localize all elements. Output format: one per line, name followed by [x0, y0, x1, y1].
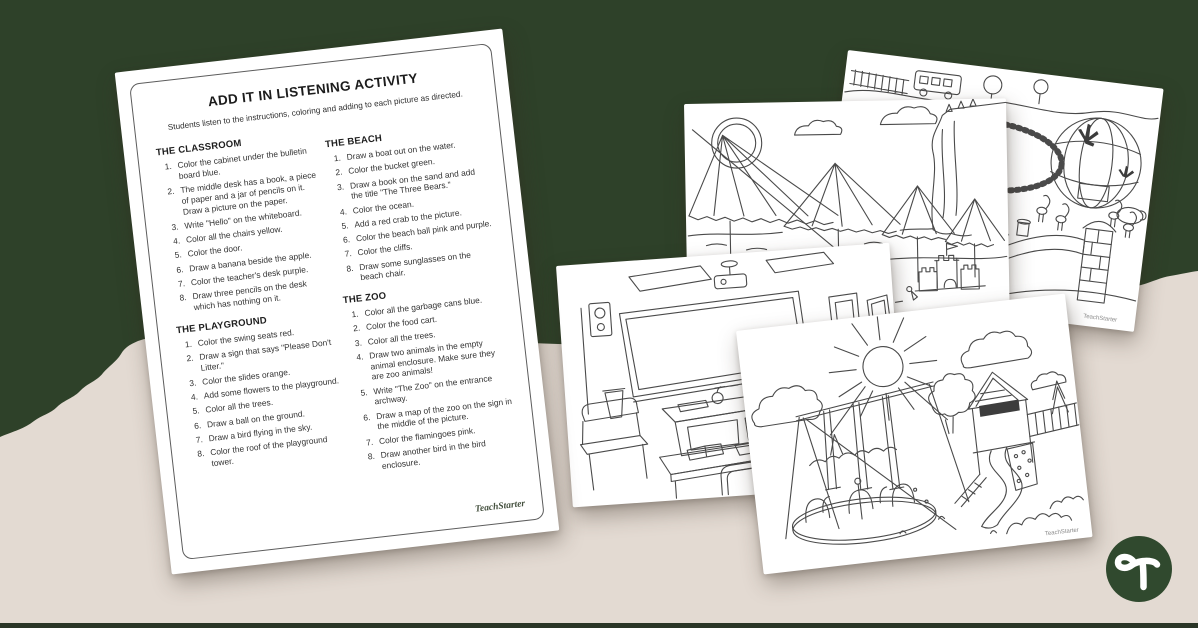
worksheet-columns: THE CLASSROOM Color the cabinet under th…: [149, 110, 525, 497]
logo-circle: [1106, 536, 1172, 602]
worksheet-left-column: THE CLASSROOM Color the cabinet under th…: [155, 130, 351, 496]
section-playground-list: Color the swing seats red.Draw a sign th…: [177, 322, 348, 471]
section-classroom: THE CLASSROOM Color the cabinet under th…: [155, 130, 330, 315]
section-zoo: THE ZOO Color all the garbage cans blue.…: [342, 278, 518, 474]
section-zoo-list: Color all the garbage cans blue.Color th…: [344, 292, 519, 473]
section-beach-list: Draw a boat out on the water.Color the b…: [326, 136, 497, 285]
worksheet-right-column: THE BEACH Draw a boat out on the water.C…: [323, 111, 519, 477]
bottom-border-bar: [0, 623, 1198, 628]
section-playground: THE PLAYGROUND Color the swing seats red…: [176, 307, 349, 471]
playground-illustration: TeachStarter: [751, 316, 1084, 545]
worksheet-page: ADD IT IN LISTENING ACTIVITY Students li…: [114, 28, 560, 575]
section-classroom-list: Color the cabinet under the bulletin boa…: [157, 145, 330, 315]
logo-t-glyph: [1114, 553, 1161, 591]
worksheet-border: ADD IT IN LISTENING ACTIVITY Students li…: [129, 42, 545, 561]
section-beach: THE BEACH Draw a boat out on the water.C…: [325, 122, 498, 286]
teach-starter-logo: [1106, 536, 1172, 602]
worksheet-brand-wordmark: TeachStarter: [474, 499, 526, 515]
playground-watermark: TeachStarter: [1045, 527, 1079, 537]
zoo-watermark: TeachStarter: [1083, 314, 1118, 324]
playground-coloring-page: TeachStarter: [736, 293, 1093, 575]
